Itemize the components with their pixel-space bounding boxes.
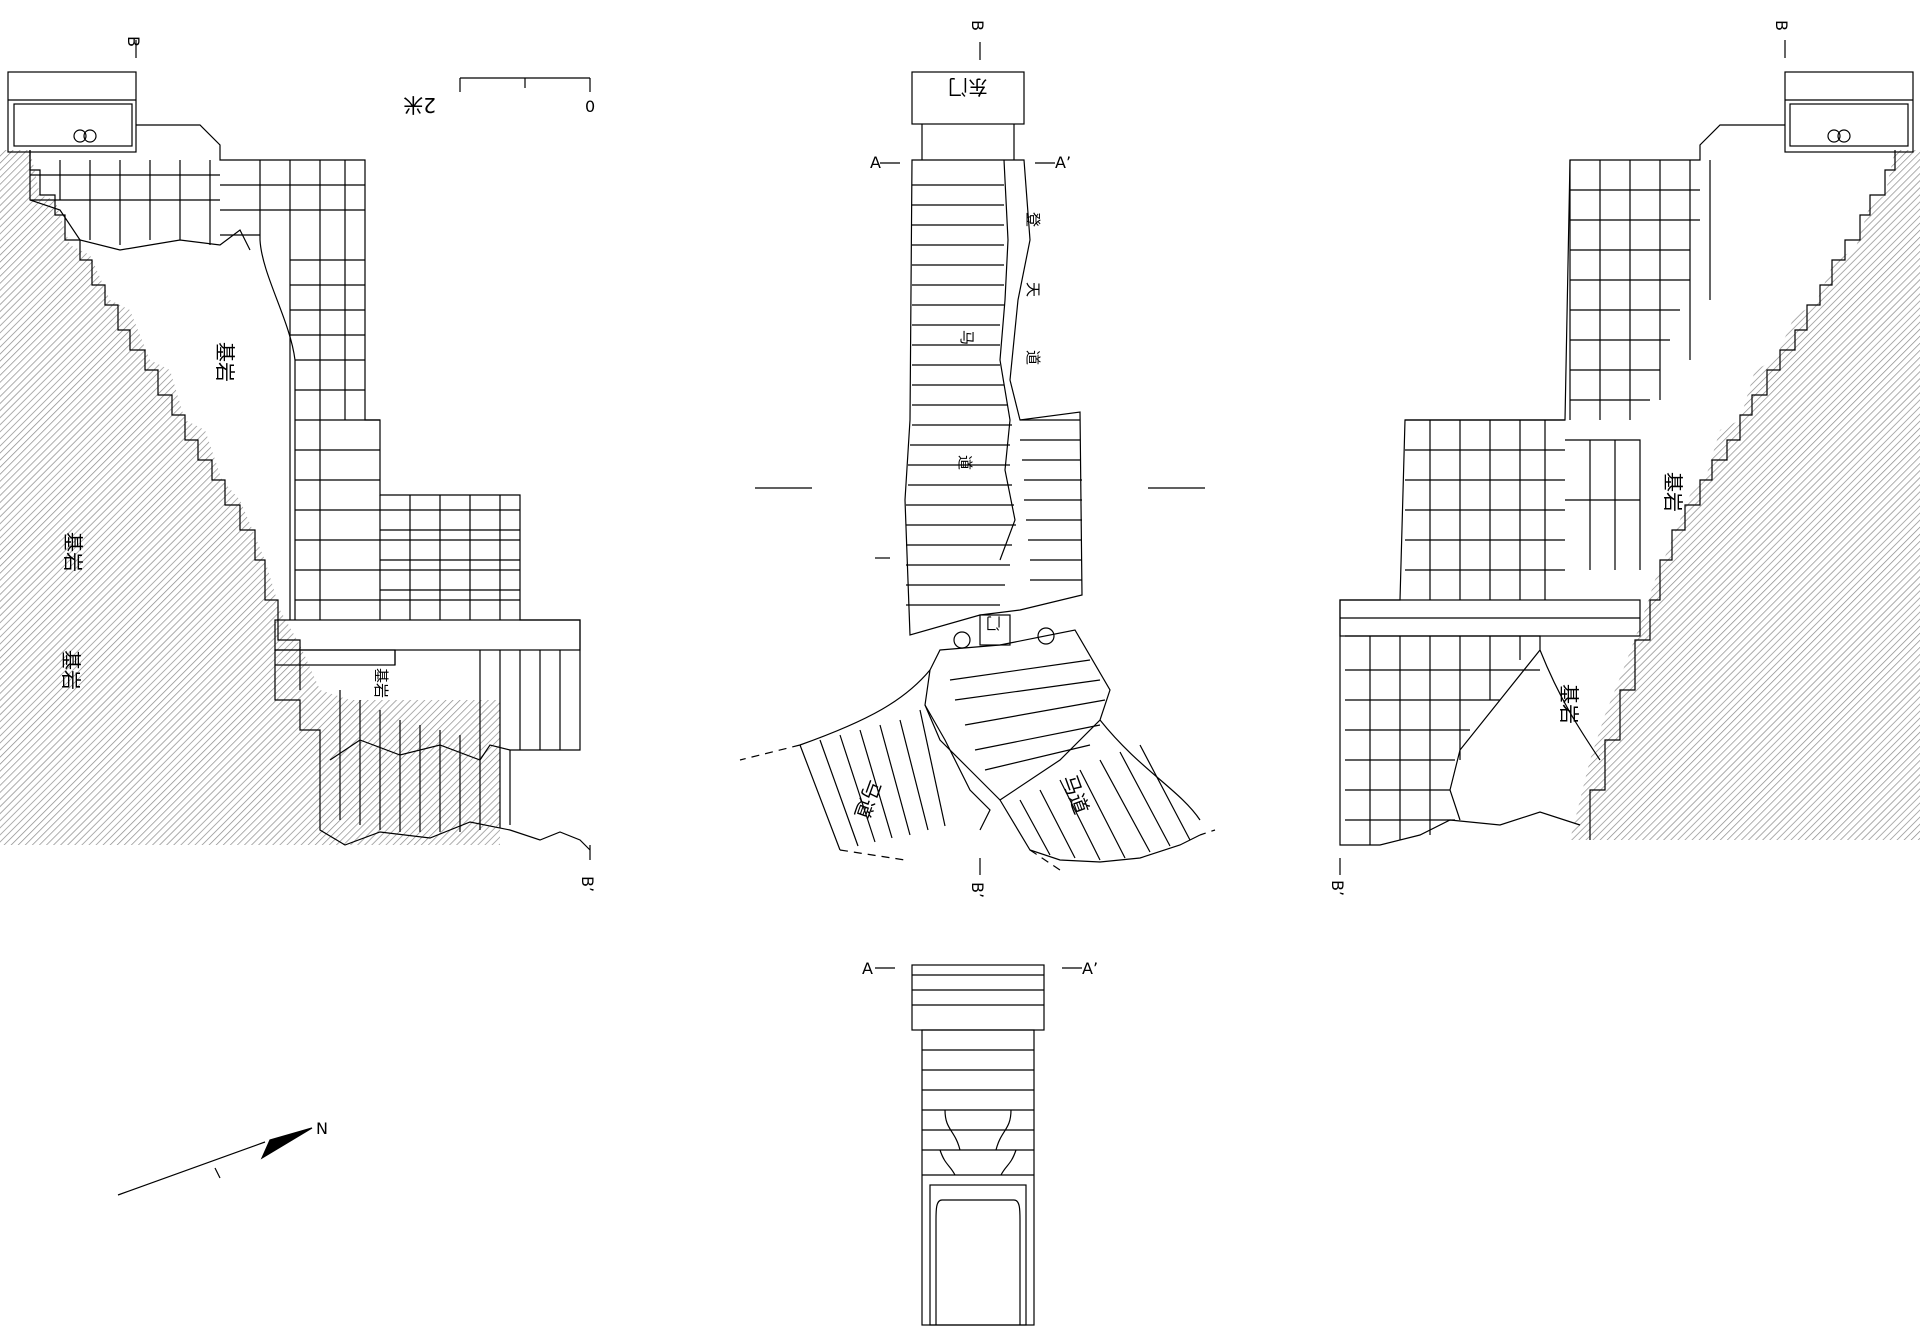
plan-path-label-2: 道	[956, 455, 974, 470]
right-rock-label-1: 基岩	[1661, 472, 1685, 512]
plan-road-label-2: 天	[1024, 282, 1042, 297]
north-label: N	[316, 1119, 328, 1138]
left-bedrock-steps	[29, 150, 301, 690]
section-a-a	[875, 964, 1082, 1326]
left-bedrock-hatch	[0, 150, 500, 845]
left-rock-label-2: 基岩	[61, 532, 85, 572]
bottom-a-mark: A	[862, 959, 873, 978]
left-cap-stone	[13, 103, 133, 147]
left-beam	[274, 619, 581, 651]
plan-road-label-3: 道	[1024, 350, 1042, 365]
scale-end: 2米	[403, 93, 436, 117]
center-a-mark: A	[870, 153, 881, 172]
center-b-prime-mark: B’	[968, 882, 987, 898]
scale-bar	[459, 77, 591, 92]
right-b-prime-mark: B’	[1328, 880, 1347, 896]
center-b-mark: B	[968, 20, 987, 31]
right-elevation	[1339, 40, 1920, 875]
plan-lower-left-label: 马道	[850, 776, 886, 822]
east-gate-block	[911, 71, 1025, 125]
left-b-mark: B	[124, 36, 143, 47]
plan-top-gate-label: 东门	[948, 75, 988, 99]
right-b-mark: B	[1772, 20, 1791, 31]
north-arrow-icon	[260, 1127, 313, 1160]
plan-lower-right-label: 马道	[1057, 772, 1093, 818]
scale-zero: 0	[585, 97, 595, 116]
bottom-a-prime-mark: A’	[1082, 959, 1098, 978]
right-bedrock-steps	[1589, 150, 1896, 840]
left-rock-label-3: 基岩	[59, 650, 83, 690]
left-b-prime-mark: B’	[578, 876, 597, 892]
plan-lower-gate-label: 门	[986, 614, 1001, 632]
plan-road-label-1: 登	[1024, 212, 1042, 227]
left-elevation	[0, 40, 591, 860]
center-plan	[739, 42, 1216, 875]
left-rock-label-1: 基岩	[213, 342, 237, 382]
right-cap-stone	[1789, 103, 1909, 147]
north-arrow	[117, 1127, 313, 1196]
right-ring-icon	[1827, 129, 1841, 143]
plan-path-label-1: 马	[958, 330, 976, 345]
left-ring-icon	[73, 129, 87, 143]
right-bedrock-hatch	[1570, 150, 1920, 840]
center-a-prime-mark: A’	[1055, 153, 1071, 172]
right-rock-label-2: 基岩	[1557, 684, 1581, 724]
left-rock-label-4: 基岩	[372, 668, 390, 698]
